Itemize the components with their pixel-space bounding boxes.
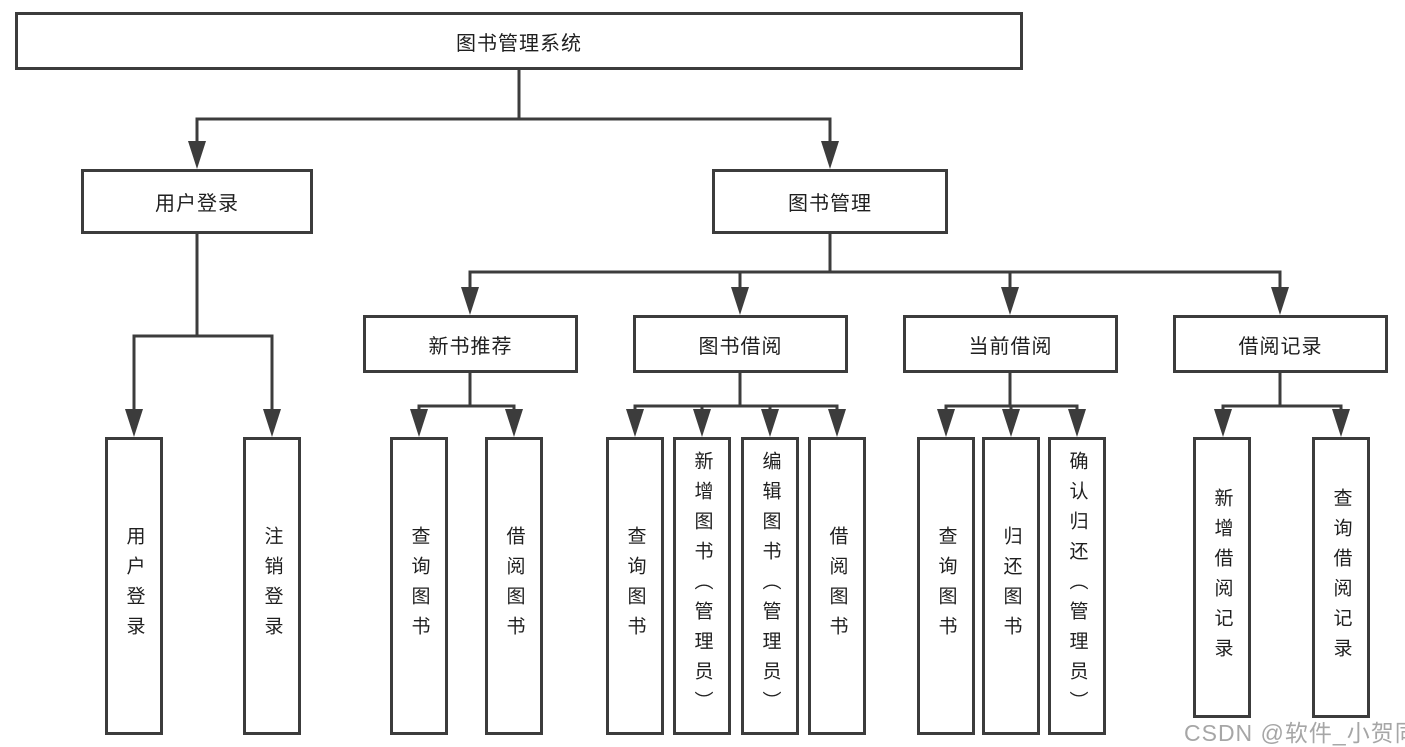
- node-label: 借阅记录: [1238, 335, 1323, 358]
- leaf-query-books: 查询图书: [917, 437, 975, 735]
- connector-lines: [132, 70, 1343, 410]
- leaf-confirm-return-admin: 确认归还（管理员）: [1048, 437, 1106, 735]
- arrow-icon: [505, 409, 523, 437]
- node-label: 新增图书（管理员）: [691, 451, 713, 721]
- node-label: 用户登录: [155, 193, 239, 215]
- leaf-add-borrow-record: 新增借阅记录: [1193, 437, 1251, 718]
- leaf-borrow-books: 借阅图书: [808, 437, 866, 735]
- node-label: 图书借阅: [698, 335, 783, 358]
- arrow-icon: [626, 409, 644, 437]
- arrow-icon: [1001, 287, 1019, 315]
- node-label: 新增借阅记录: [1211, 487, 1233, 668]
- node-label: 确认归还（管理员）: [1066, 451, 1088, 721]
- leaf-user-login: 用户登录: [105, 437, 163, 735]
- node-new-book-recommendation: 新书推荐: [363, 315, 578, 373]
- arrow-icon: [461, 287, 479, 315]
- arrow-icon: [937, 409, 955, 437]
- arrow-icon: [1271, 287, 1289, 315]
- node-label: 当前借阅: [968, 335, 1053, 358]
- leaf-return-books: 归还图书: [982, 437, 1040, 735]
- node-label: 查询图书: [624, 526, 646, 646]
- arrow-icon: [263, 409, 281, 437]
- arrow-icon: [1214, 409, 1232, 437]
- node-label: 借阅图书: [826, 526, 848, 646]
- arrow-icon: [125, 409, 143, 437]
- node-current-borrowing: 当前借阅: [903, 315, 1118, 373]
- node-label: 编辑图书（管理员）: [759, 451, 781, 721]
- arrow-icon: [821, 141, 839, 169]
- leaf-query-borrow-record: 查询借阅记录: [1312, 437, 1370, 718]
- leaf-query-books: 查询图书: [606, 437, 664, 735]
- arrow-icon: [731, 287, 749, 315]
- node-borrowing-records: 借阅记录: [1173, 315, 1388, 373]
- node-library-management-system: 图书管理系统: [15, 12, 1023, 70]
- node-book-management: 图书管理: [712, 169, 948, 234]
- arrow-icon: [761, 409, 779, 437]
- node-label: 借阅图书: [503, 526, 525, 646]
- watermark: CSDN @软件_小贺同学: [1184, 720, 1405, 746]
- node-label: 注销登录: [261, 526, 283, 646]
- leaf-add-books-admin: 新增图书（管理员）: [673, 437, 731, 735]
- node-label: 新书推荐: [428, 335, 513, 358]
- node-label: 查询图书: [408, 526, 430, 646]
- node-label: 用户登录: [123, 526, 145, 646]
- arrow-icon: [828, 409, 846, 437]
- leaf-query-books: 查询图书: [390, 437, 448, 735]
- node-label: 图书管理系统: [456, 32, 582, 55]
- leaf-borrow-books: 借阅图书: [485, 437, 543, 735]
- leaf-logout: 注销登录: [243, 437, 301, 735]
- arrow-icon: [188, 141, 206, 169]
- node-label: 归还图书: [1000, 526, 1022, 646]
- node-user-login: 用户登录: [81, 169, 313, 234]
- arrow-icon: [410, 409, 428, 437]
- arrow-icon: [1002, 409, 1020, 437]
- node-label: 查询图书: [935, 526, 957, 646]
- node-label: 图书管理: [788, 193, 872, 215]
- node-label: 查询借阅记录: [1330, 487, 1352, 668]
- node-book-borrowing: 图书借阅: [633, 315, 848, 373]
- arrow-icon: [1068, 409, 1086, 437]
- leaf-edit-books-admin: 编辑图书（管理员）: [741, 437, 799, 735]
- arrow-icon: [693, 409, 711, 437]
- arrow-icon: [1332, 409, 1350, 437]
